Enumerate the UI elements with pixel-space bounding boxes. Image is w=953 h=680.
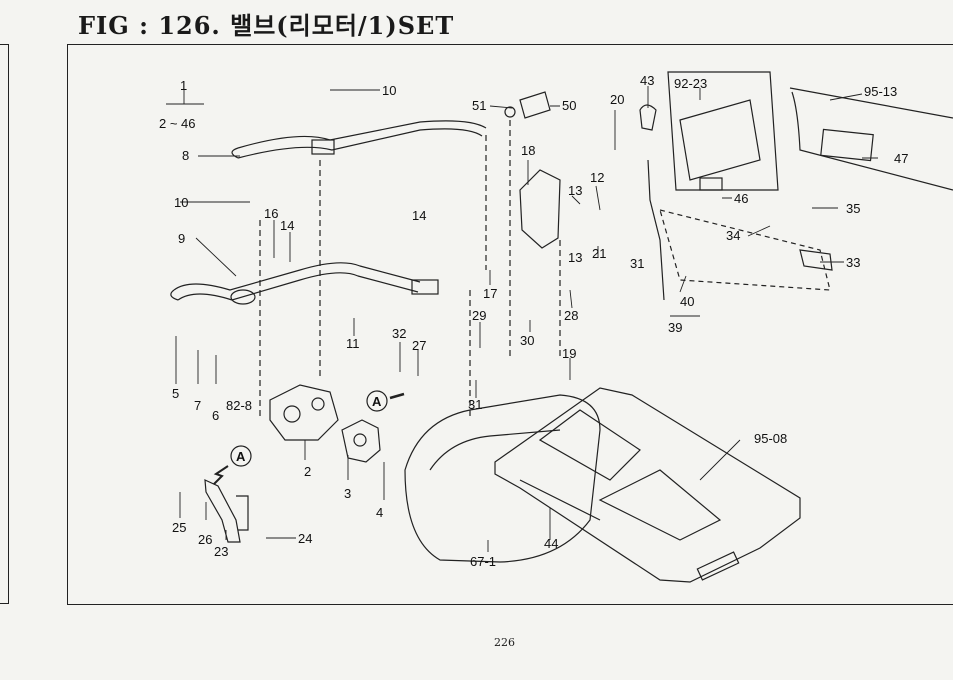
- part-label-32: 32: [392, 326, 406, 341]
- pipe-8-bend: [231, 147, 239, 159]
- part-label-7: 7: [194, 398, 201, 413]
- part-label-8: 8: [182, 148, 189, 163]
- part-labels: 1 2 ~ 46 10 8 10 9 16 14 14 5 7 6 82-8 2…: [159, 73, 908, 569]
- part-label-44: 44: [544, 536, 558, 551]
- part-label-11: 11: [346, 336, 360, 351]
- part-label-23: 23: [214, 544, 228, 559]
- pipe-8: [237, 120, 487, 159]
- part-label-43: 43: [640, 73, 654, 88]
- bracket-18: [519, 169, 561, 249]
- part-label-2: 2: [304, 464, 311, 479]
- part-label-16: 16: [264, 206, 278, 221]
- valve-port-2: [283, 405, 301, 423]
- svg-text:A: A: [372, 394, 382, 409]
- adjacent-page-frame: [0, 44, 9, 604]
- part-label-14: 14: [280, 218, 294, 233]
- part-label-5: 5: [172, 386, 179, 401]
- pipe-connector-17: [411, 279, 439, 295]
- part-label-9: 9: [178, 231, 185, 246]
- grommet-47: [820, 128, 874, 162]
- clamp-9-ring: [230, 289, 256, 305]
- part-label-29: 29: [472, 308, 486, 323]
- part-label-24: 24: [298, 531, 312, 546]
- clamp-10-bracket: [311, 139, 335, 155]
- part-label-1: 1: [180, 78, 187, 93]
- part-label-95-13: 95-13: [864, 84, 897, 99]
- part-label-46: 46: [734, 191, 748, 206]
- transmission-67-1: [404, 394, 601, 563]
- lever-23: [204, 479, 249, 543]
- part-label-31: 31: [468, 397, 482, 412]
- floor-plate-95-08: [494, 387, 801, 583]
- part-label-13: 13: [568, 250, 582, 265]
- part-label-18: 18: [521, 143, 535, 158]
- part-label-6: 6: [212, 408, 219, 423]
- part-label-39: 39: [668, 320, 682, 335]
- part-label-35: 35: [846, 201, 860, 216]
- part-label-25: 25: [172, 520, 186, 535]
- page-number: 226: [494, 636, 515, 649]
- part-label-67-1: 67-1: [470, 554, 496, 569]
- cable-44: [519, 479, 601, 521]
- diagram-frame: [67, 44, 953, 605]
- part-label-13: 13: [568, 183, 582, 198]
- part-label-50: 50: [562, 98, 576, 113]
- fitting-51: [504, 106, 516, 118]
- part-label-31: 31: [630, 256, 644, 271]
- part-label-92-23: 92-23: [674, 76, 707, 91]
- body-panel-95-13: [789, 87, 953, 191]
- part-label-30: 30: [520, 333, 534, 348]
- part-label-34: 34: [726, 228, 740, 243]
- part-label-28: 28: [564, 308, 578, 323]
- part-label-4: 4: [376, 505, 383, 520]
- lever-43: [639, 104, 665, 301]
- part-label-2-46: 2 ~ 46: [159, 116, 196, 131]
- pipe-9: [173, 262, 421, 301]
- part-label-19: 19: [562, 346, 576, 361]
- valve-body-2: [269, 384, 339, 441]
- part-label-47: 47: [894, 151, 908, 166]
- part-label-17: 17: [483, 286, 497, 301]
- part-label-14: 14: [412, 208, 426, 223]
- part-label-82-8: 82-8: [226, 398, 252, 413]
- fitting-50: [519, 91, 551, 119]
- part-label-12: 12: [590, 170, 604, 185]
- part-label-21: 21: [592, 246, 606, 261]
- part-label-27: 27: [412, 338, 426, 353]
- part-label-51: 51: [472, 98, 486, 113]
- pipe-9-loop: [170, 289, 179, 301]
- inset-92-23: [667, 71, 779, 191]
- figure-title: FIG : 126. 밸브(리모터/1)SET: [78, 11, 455, 40]
- callout-a-left: A: [213, 445, 252, 485]
- bracket-33: [799, 249, 833, 271]
- part-label-3: 3: [344, 486, 351, 501]
- part-label-33: 33: [846, 255, 860, 270]
- callout-a-right: A: [366, 390, 405, 412]
- part-label-10: 10: [382, 83, 396, 98]
- part-label-95-08: 95-08: [754, 431, 787, 446]
- part-label-10: 10: [174, 195, 188, 210]
- part-label-40: 40: [680, 294, 694, 309]
- part-label-20: 20: [610, 92, 624, 107]
- svg-text:A: A: [236, 449, 246, 464]
- part-label-26: 26: [198, 532, 212, 547]
